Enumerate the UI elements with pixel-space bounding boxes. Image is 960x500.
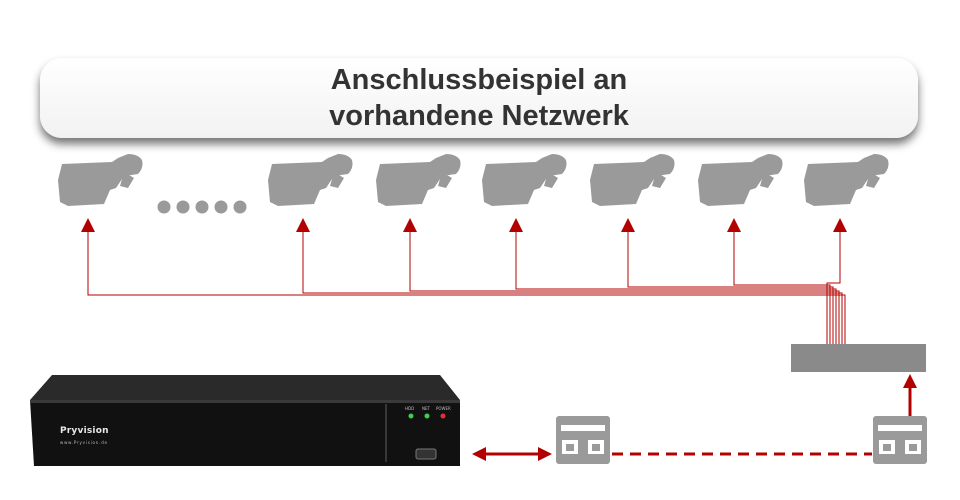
- led-label-power: POWER: [436, 406, 451, 411]
- power-led-icon: [440, 413, 446, 419]
- recorder-website: www.Pryvision.de: [60, 440, 108, 445]
- title-line-1: Anschlussbeispiel an: [330, 64, 628, 96]
- net-led-icon: [424, 413, 430, 419]
- led-label-net: NET: [422, 406, 430, 411]
- wall-socket-left: [556, 416, 610, 464]
- camera-arrowheads: [81, 218, 847, 232]
- recorder-brand: Pryvision: [60, 426, 109, 436]
- usb-port-icon: [415, 448, 437, 460]
- camera-7: [804, 154, 889, 206]
- camera-5: [590, 154, 675, 206]
- network-switch: [791, 344, 926, 372]
- hdd-led-icon: [408, 413, 414, 419]
- wall-socket-right: [873, 416, 927, 464]
- camera-2: [268, 154, 353, 206]
- title-banner: Anschlussbeispiel an vorhandene Netzwerk: [40, 58, 918, 138]
- ellipsis-dots: [157, 200, 247, 214]
- title-line-2: vorhandene Netzwerk: [329, 100, 629, 132]
- camera-6: [698, 154, 783, 206]
- led-label-hdd: HDD: [405, 406, 415, 411]
- camera-1: [58, 154, 143, 206]
- recorder-socket-arrow: [472, 447, 552, 461]
- camera-group: [58, 154, 889, 206]
- camera-4: [482, 154, 567, 206]
- camera-3: [376, 154, 461, 206]
- network-video-recorder: [30, 375, 460, 466]
- camera-cables: [87, 228, 846, 345]
